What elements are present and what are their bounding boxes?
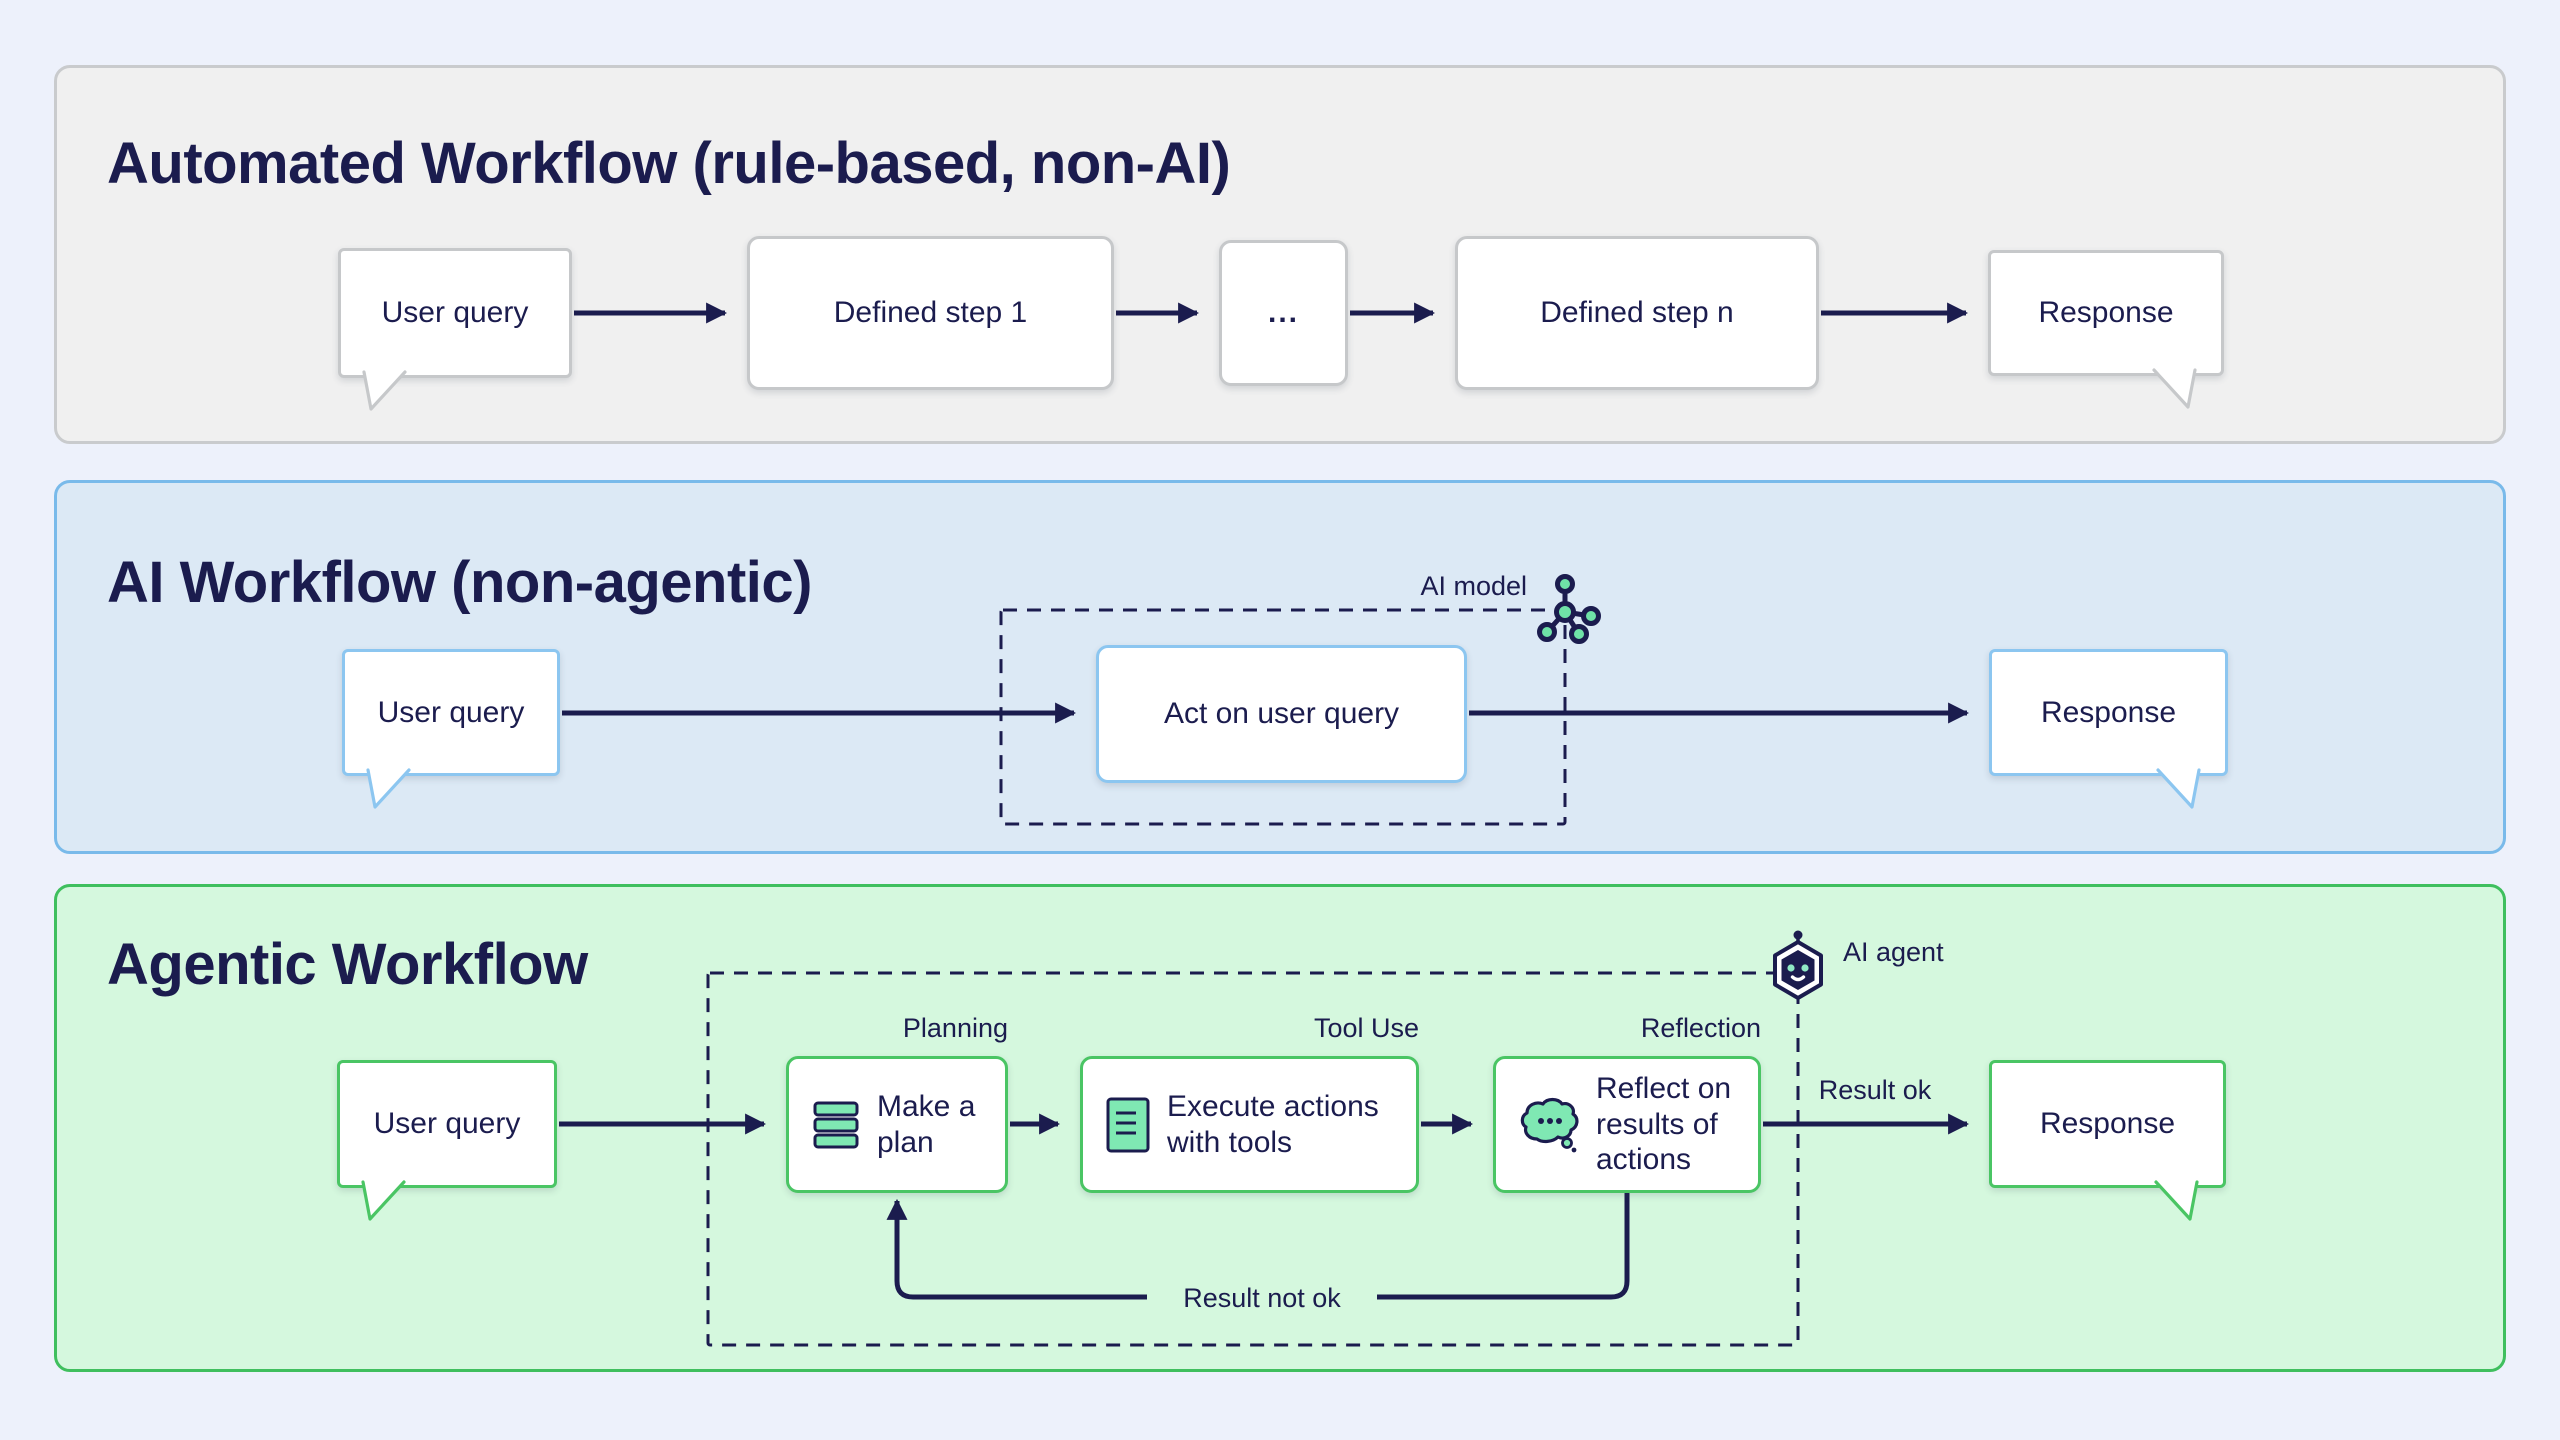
node-defined-step-n: Defined step n xyxy=(1455,236,1819,390)
edge-label-result-not-ok: Result not ok xyxy=(1183,1283,1341,1313)
node-act-on-user-query: Act on user query xyxy=(1096,645,1467,783)
panel-title-agentic: Agentic Workflow xyxy=(107,932,588,997)
ai-agent-label: AI agent xyxy=(1843,937,1944,967)
node-response-label: Response xyxy=(2039,1107,2176,1141)
stage-label-reflection: Reflection xyxy=(1640,1013,1761,1043)
node-execute-actions-label: Execute actions with tools xyxy=(1167,1090,1379,1159)
bubble-tail-right-icon xyxy=(2152,368,2197,409)
node-response: Response xyxy=(1988,250,2224,409)
bubble-tail-left-icon xyxy=(362,370,407,411)
node-make-a-plan: Make a plan xyxy=(786,1056,1008,1193)
bubble-tail-right-icon xyxy=(2154,1180,2199,1221)
node-act-on-user-query-label: Act on user query xyxy=(1163,697,1400,731)
node-defined-step-n-label: Defined step n xyxy=(1540,296,1734,330)
node-defined-step-1: Defined step 1 xyxy=(747,236,1114,390)
stage-label-planning: Planning xyxy=(902,1013,1008,1043)
bubble-tail-left-icon xyxy=(361,1180,406,1221)
node-ellipsis: ... xyxy=(1219,240,1348,386)
node-response-label: Response xyxy=(2038,296,2174,330)
ai-model-label: AI model xyxy=(1420,571,1527,601)
node-execute-actions: Execute actions with tools xyxy=(1080,1056,1419,1193)
node-reflect: Reflect on results of actions xyxy=(1493,1056,1761,1193)
node-user-query-label: User query xyxy=(381,296,529,330)
thought-bubble-icon xyxy=(1520,1097,1579,1152)
node-defined-step-1-label: Defined step 1 xyxy=(833,296,1028,330)
panel-agentic-workflow: Agentic Workflow User query Planning Too… xyxy=(54,884,2506,1372)
node-response-label: Response xyxy=(2040,695,2177,729)
edge-label-result-ok: Result ok xyxy=(1818,1075,1932,1105)
node-user-query: User query xyxy=(337,1060,557,1221)
panel-ai-workflow: AI Workflow (non-agentic) User query Act… xyxy=(54,480,2506,854)
ai-model-icon xyxy=(1527,572,1603,648)
panel-title-ai: AI Workflow (non-agentic) xyxy=(107,550,812,615)
node-ellipsis-label: ... xyxy=(1267,296,1299,330)
bubble-tail-left-icon xyxy=(366,768,411,809)
document-icon xyxy=(1106,1097,1150,1152)
plan-icon xyxy=(813,1101,859,1148)
node-user-query-label: User query xyxy=(377,695,525,729)
panel-title-automated: Automated Workflow (rule-based, non-AI) xyxy=(107,131,1231,196)
node-user-query-label: User query xyxy=(373,1107,521,1141)
node-response: Response xyxy=(1989,1060,2226,1221)
node-user-query: User query xyxy=(338,248,572,411)
node-make-a-plan-label: Make a plan xyxy=(877,1090,976,1159)
node-reflect-label: Reflect on results of actions xyxy=(1596,1072,1732,1177)
panel-automated-workflow: Automated Workflow (rule-based, non-AI) … xyxy=(54,65,2506,444)
node-response: Response xyxy=(1989,649,2228,809)
stage-label-tool-use: Tool Use xyxy=(1313,1013,1419,1043)
ai-agent-icon xyxy=(1766,929,1830,1009)
bubble-tail-right-icon xyxy=(2156,768,2201,809)
node-user-query: User query xyxy=(342,649,560,809)
